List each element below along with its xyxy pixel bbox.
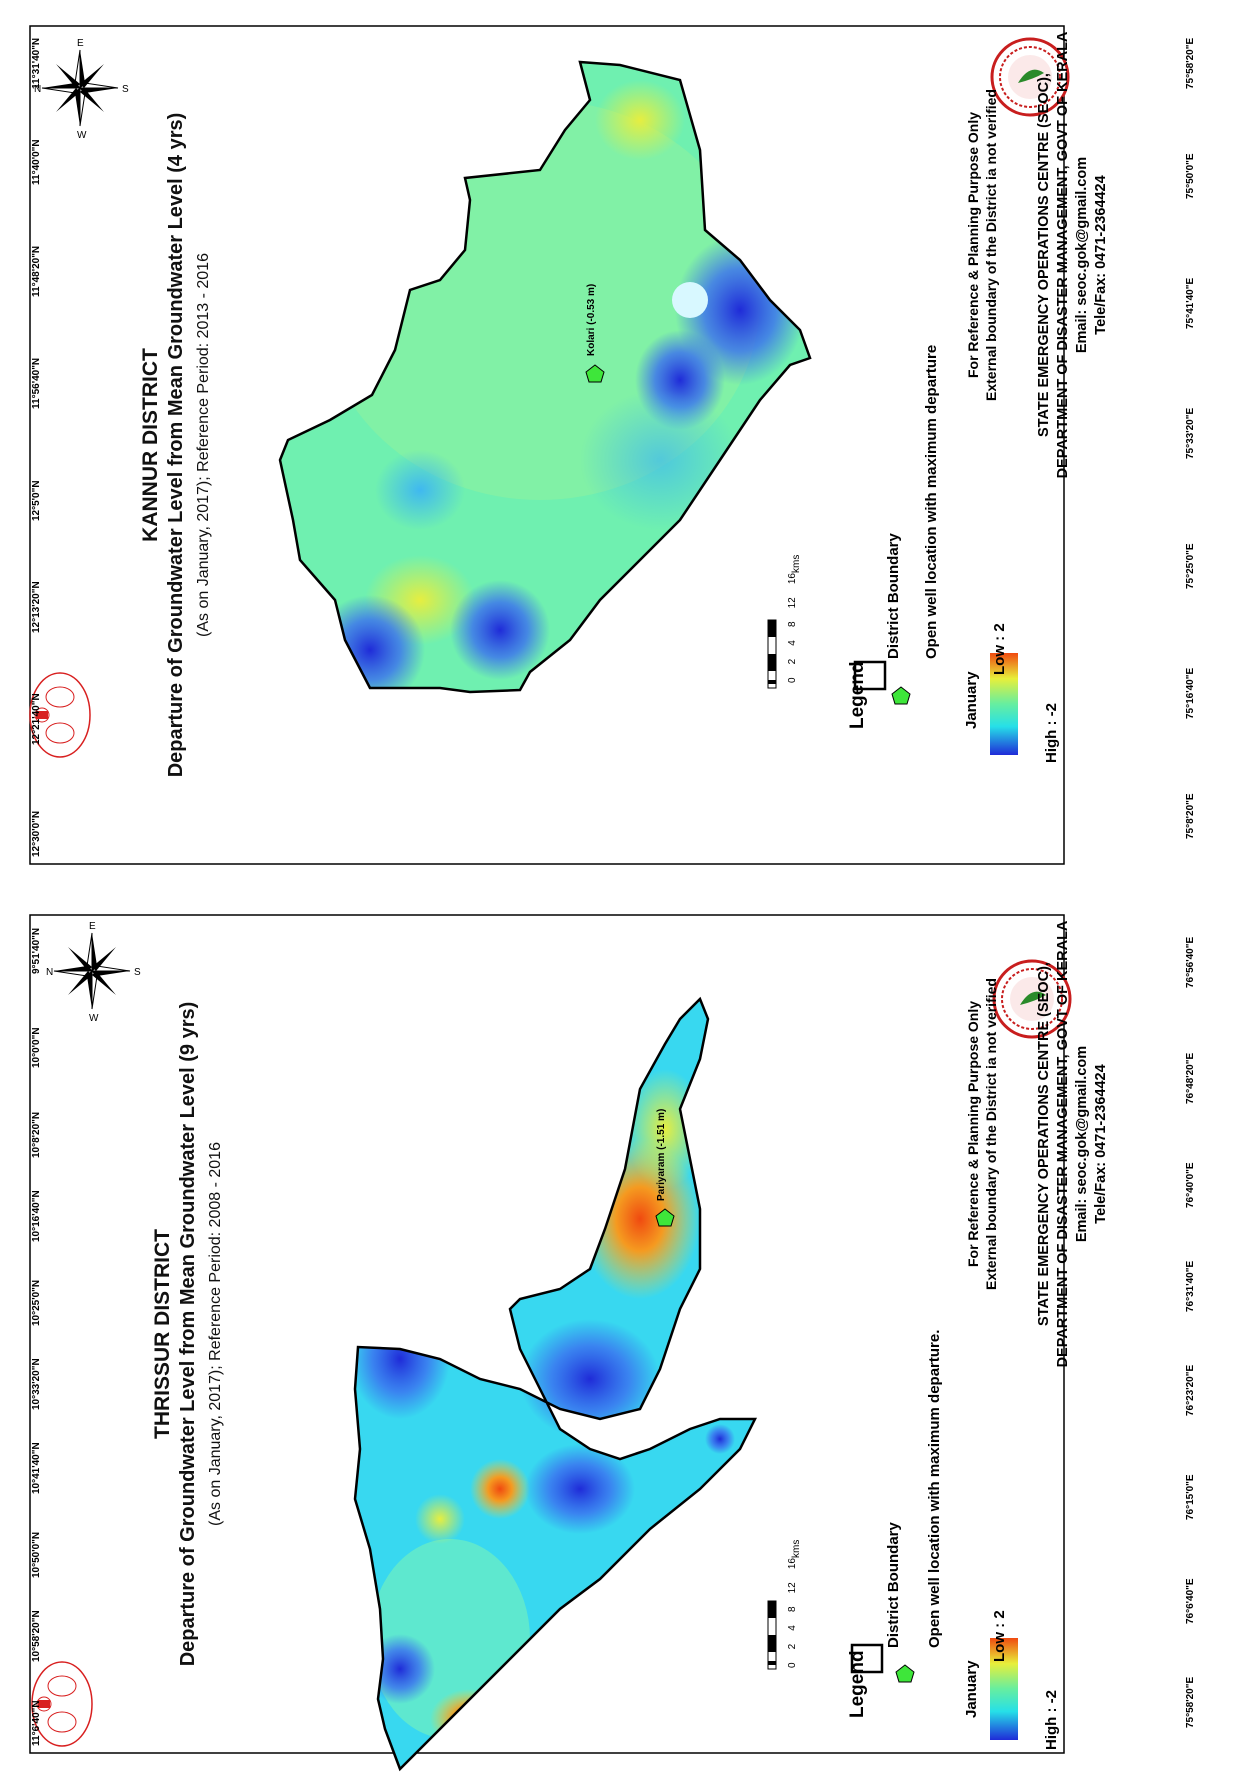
legend-boundary-swatch [853, 660, 887, 691]
scale-tick-labels: 0 2 4 8 12 16 [787, 572, 798, 683]
legend-low-label: Low : 2 [991, 1609, 1008, 1662]
thrissur-map-frame: Pariyaram (-1.51 m) N S E W [29, 914, 1072, 1772]
scale-unit-label: kms [791, 1539, 802, 1558]
state-emblem-icon [31, 1661, 93, 1747]
legend-heading: Legend [847, 1649, 868, 1718]
legend-boundary-label: District Boundary [885, 1521, 902, 1648]
seoc-seal-icon [990, 37, 1070, 117]
kannur-rotated-layer: 12°30'0"N 12°21'40"N 12°13'20"N 12°5'0"N… [31, 21, 1203, 869]
compass-e-label: E [89, 921, 96, 932]
legend-boundary-label: District Boundary [885, 532, 902, 659]
kannur-district-boundary [278, 60, 812, 694]
well-marker-kolari [585, 364, 605, 383]
legend-low-label: Low : 2 [991, 622, 1008, 675]
scale-unit-label: kms [791, 554, 802, 573]
map-frame-border [29, 914, 1065, 1754]
tick-labels-lat: 11°6'40"N 10°58'20"N 10°50'0"N 10°41'40"… [31, 927, 42, 1746]
legend-month-label: January [963, 1659, 980, 1718]
disclaimer-line2: External boundary of the District ia not… [983, 88, 999, 401]
state-emblem-icon [29, 672, 91, 758]
legend-color-ramp [990, 653, 1018, 755]
kannur-map-panel: Kolari (-0.53 m) N S E W [29, 21, 1203, 869]
well-label-kolari: Kolari (-0.53 m) [586, 284, 597, 356]
compass-n-label: N [34, 84, 41, 95]
seoc-credit: STATE EMERGENCY OPERATIONS CENTRE (SEOC)… [1036, 31, 1109, 478]
compass-w-label: W [77, 130, 87, 141]
compass-n-label: N [46, 967, 53, 978]
well-label-pariyaram: Pariyaram (-1.51 m) [656, 1109, 667, 1201]
disclaimer-line1: For Reference & Planning Purpose Only [965, 111, 981, 378]
seoc-credit: STATE EMERGENCY OPERATIONS CENTRE (SEOC)… [1036, 920, 1109, 1367]
legend-well-label: Open well location with maximum departur… [923, 344, 940, 659]
legend-high-label: High : -2 [1043, 702, 1060, 763]
legend-boundary-swatch [850, 1643, 884, 1674]
legend-well-swatch [891, 686, 911, 705]
thrissur-map-panel: Pariyaram (-1.51 m) N S E W [0, 889, 1234, 1778]
map-title: KANNUR DISTRICT [139, 347, 162, 542]
map-frame-border [29, 25, 1065, 865]
compass-e-label: E [77, 38, 84, 49]
tick-labels-lon: 75°58'20"E 76°6'40"E 76°15'0"E 76°23'20"… [1185, 936, 1196, 1728]
legend-color-ramp [990, 1638, 1018, 1740]
disclaimer-line1: For Reference & Planning Purpose Only [965, 1000, 981, 1267]
legend-well-swatch [895, 1664, 915, 1683]
well-marker-pariyaram [655, 1208, 675, 1227]
tick-labels-lat: 12°30'0"N 12°21'40"N 12°13'20"N 12°5'0"N… [31, 37, 42, 857]
compass-s-label: S [134, 967, 141, 978]
scale-bar [767, 1600, 777, 1670]
scale-tick-labels: 0 2 4 8 12 16 [787, 1557, 798, 1668]
legend-heading: Legend [847, 660, 868, 729]
legend-month-label: January [963, 670, 980, 729]
seoc-seal-icon [992, 959, 1072, 1039]
compass-w-label: W [89, 1013, 99, 1024]
map-subtitle: Departure of Groundwater Level from Mean… [165, 112, 187, 777]
compass-rose-icon: N S E W [34, 38, 129, 141]
compass-rose-icon: N S E W [46, 921, 141, 1024]
map-period: (As on January, 2017); Reference Period:… [195, 252, 212, 637]
thrissur-district-boundary [353, 996, 758, 1772]
kannur-map-frame: Kolari (-0.53 m) N S E W [29, 25, 1070, 865]
legend-well-label: Open well location with maximum departur… [926, 1329, 943, 1648]
map-period: (As on January, 2017); Reference Period:… [207, 1141, 224, 1526]
map-subtitle: Departure of Groundwater Level from Mean… [177, 1001, 199, 1666]
map-title: THRISSUR DISTRICT [151, 1228, 174, 1439]
scale-bar [767, 619, 777, 689]
tick-labels-lon: 75°8'20"E 75°16'40"E 75°25'0"E 75°33'20"… [1185, 37, 1196, 839]
disclaimer-line2: External boundary of the District ia not… [983, 977, 999, 1290]
thrissur-rotated-layer: 11°6'40"N 10°58'20"N 10°50'0"N 10°41'40"… [31, 910, 1203, 1758]
compass-s-label: S [122, 84, 129, 95]
legend-high-label: High : -2 [1043, 1689, 1060, 1750]
